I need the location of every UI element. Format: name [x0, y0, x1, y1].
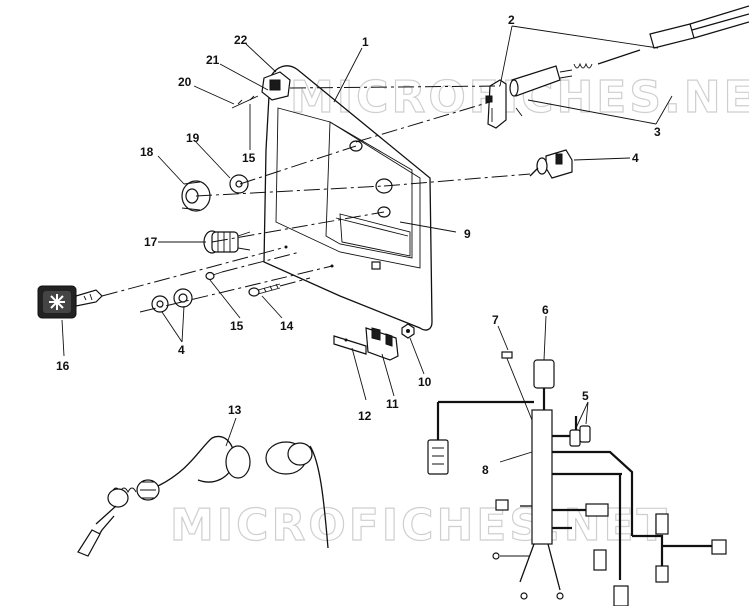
callout-21: 21 [206, 53, 220, 67]
ignition-switch [203, 230, 251, 254]
washer [229, 174, 249, 194]
callout-8: 8 [482, 463, 489, 477]
callout-16: 16 [56, 359, 70, 373]
callout-12: 12 [358, 409, 372, 423]
choke-switch-assembly [485, 5, 749, 129]
callout-15-upper: 15 [242, 151, 256, 165]
watermark-bottom: MICROFICHES.NET [170, 500, 670, 551]
toggle-switch [529, 149, 573, 179]
callout-20: 20 [178, 75, 192, 89]
callout-13: 13 [228, 403, 242, 417]
callout-3: 3 [654, 125, 661, 139]
callout-14: 14 [280, 319, 294, 333]
callout-18: 18 [140, 145, 154, 159]
explosion-lines [101, 85, 531, 313]
callout-7: 7 [492, 313, 499, 327]
callout-10: 10 [418, 375, 432, 389]
callout-22: 22 [234, 33, 248, 47]
callout-1: 1 [362, 35, 369, 49]
screw [248, 283, 281, 297]
wiring-harness [427, 351, 727, 606]
ignition-key [37, 285, 103, 319]
mounting-clips [333, 323, 415, 361]
safety-tether [77, 435, 329, 557]
callout-11: 11 [386, 397, 399, 411]
switch-bracket [231, 71, 291, 109]
callout-15-lower: 15 [230, 319, 244, 333]
callout-4-lower: 4 [178, 343, 185, 357]
callout-17: 17 [144, 235, 158, 249]
leader-lines [61, 25, 673, 463]
rivet [205, 271, 223, 281]
callout-6: 6 [542, 303, 549, 317]
callout-5: 5 [582, 389, 589, 403]
callout-2: 2 [508, 13, 515, 27]
callout-19: 19 [186, 131, 200, 145]
callout-labels: 1 2 3 4 4 5 6 7 8 9 10 11 12 13 14 15 15… [56, 13, 661, 477]
callout-9: 9 [464, 227, 471, 241]
callout-4-upper: 4 [632, 151, 639, 165]
